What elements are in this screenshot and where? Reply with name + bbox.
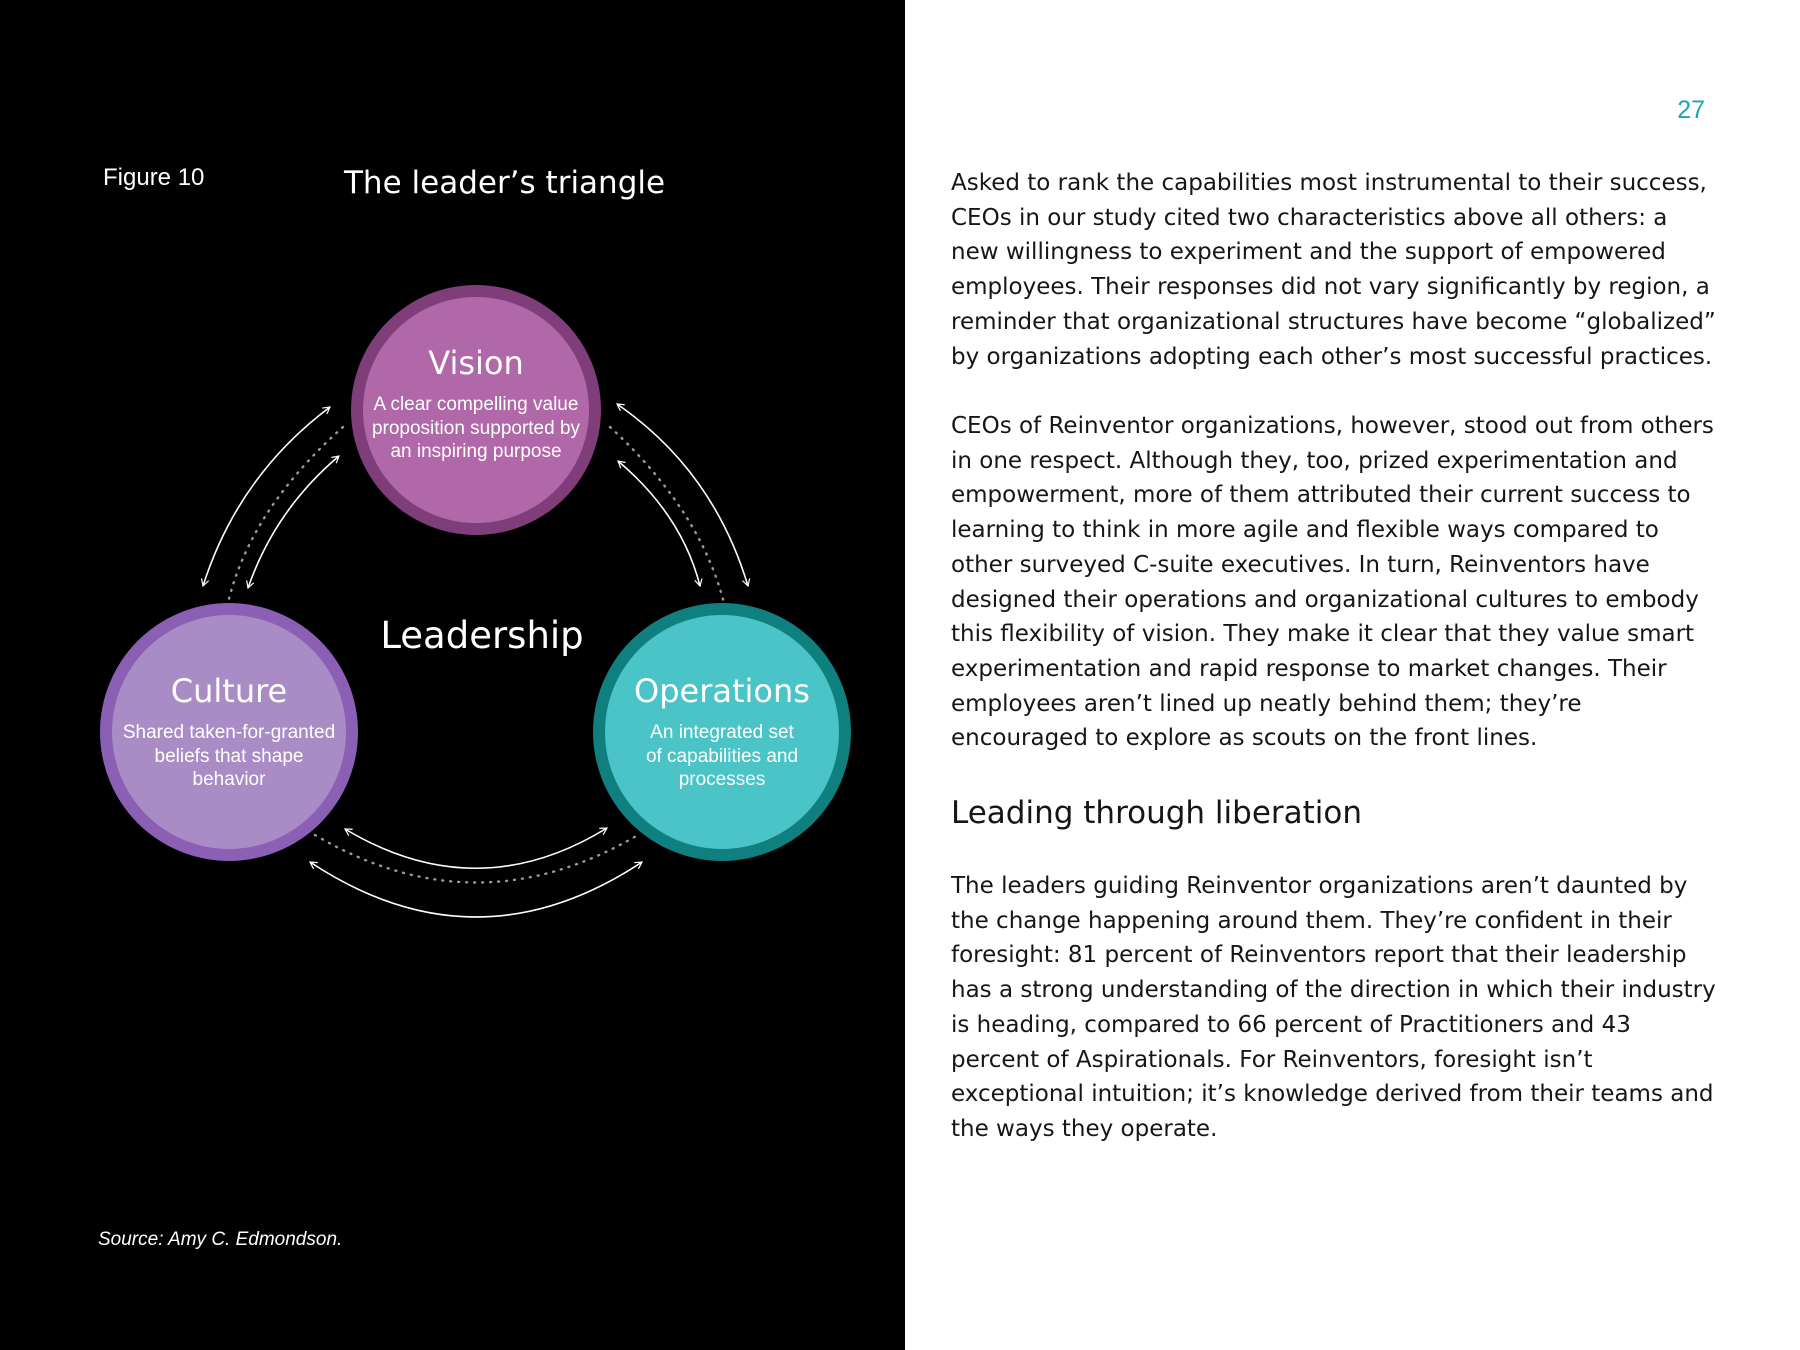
vision-circle-inner	[363, 297, 589, 523]
figure-label: Figure 10	[103, 164, 205, 191]
operations-desc-line-3: processes	[679, 769, 766, 790]
arrow-vision-operations-inner	[617, 460, 703, 588]
body-paragraph-2: CEOs of Reinventor organizations, howeve…	[951, 413, 1714, 752]
leaders-triangle-diagram: Vision A clear compelling value proposit…	[100, 285, 851, 918]
arrow-vision-culture-outer	[200, 406, 331, 588]
dotted-connector-culture-operations	[313, 833, 640, 884]
vision-node: Vision A clear compelling value proposit…	[351, 285, 601, 535]
figure-title: The leader’s triangle	[344, 165, 666, 201]
arrow-culture-operations-outer	[308, 861, 644, 918]
vision-desc-line-1: A clear compelling value	[374, 394, 579, 415]
culture-desc-line-1: Shared taken-for-granted	[123, 722, 335, 743]
vision-desc-line-3: an inspiring purpose	[390, 441, 561, 462]
vision-title: Vision	[428, 344, 524, 382]
section-heading: Leading through liberation	[951, 795, 1363, 831]
cycle-arrows	[200, 403, 751, 918]
culture-circle-inner	[112, 615, 346, 849]
text-panel	[905, 0, 1800, 1350]
operations-title: Operations	[634, 672, 810, 710]
operations-circle-inner	[605, 615, 839, 849]
page-number: 27	[1677, 96, 1705, 124]
culture-title: Culture	[171, 672, 287, 710]
body-paragraph-3: The leaders guiding Reinventor organizat…	[951, 873, 1716, 1142]
arrow-vision-operations-outer	[615, 403, 751, 588]
culture-node: Culture Shared taken-for-granted beliefs…	[100, 603, 358, 861]
operations-node: Operations An integrated set of capabili…	[593, 603, 851, 861]
figure-source: Source: Amy C. Edmondson.	[98, 1229, 343, 1250]
culture-desc-line-3: behavior	[193, 769, 267, 790]
vision-desc-line-2: proposition supported by	[372, 418, 581, 439]
operations-desc-line-1: An integrated set	[650, 722, 794, 743]
body-paragraph-1: Asked to rank the capabilities most inst…	[951, 170, 1716, 370]
arrow-culture-operations-inner	[343, 827, 609, 870]
operations-desc-line-2: of capabilities and	[646, 746, 798, 767]
culture-desc-line-2: beliefs that shape	[155, 746, 304, 767]
figure-panel: Figure 10 The leader’s triangle	[0, 0, 905, 1350]
arrow-vision-culture-inner	[246, 455, 340, 590]
center-label-leadership: Leadership	[380, 614, 583, 657]
